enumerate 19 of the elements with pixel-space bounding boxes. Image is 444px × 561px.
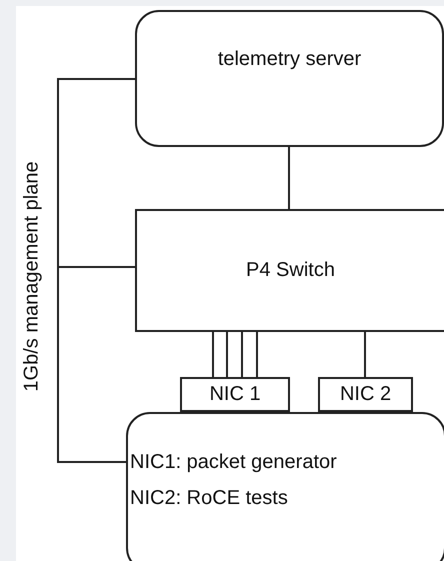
node-label: P4 Switch — [246, 259, 335, 282]
connector-line — [288, 147, 290, 209]
role-text: NIC1: packet generator — [130, 450, 337, 475]
node-label: NIC 2 — [340, 383, 392, 406]
nic-box — [318, 377, 413, 412]
role-text: NIC2: RoCE tests — [130, 486, 288, 511]
connector-line — [241, 332, 243, 377]
connector-line — [212, 332, 214, 377]
bus-line — [57, 266, 135, 463]
connector-line — [364, 332, 366, 377]
server-box — [135, 10, 444, 147]
switch-box — [135, 209, 444, 332]
node-label: NIC 1 — [209, 383, 261, 406]
connector-line — [226, 332, 228, 377]
node-label: telemetry server — [218, 48, 362, 71]
connector-line — [256, 332, 258, 377]
bus-label: 1Gb/s management plane — [20, 160, 44, 392]
nic-box — [180, 377, 290, 412]
host-box — [126, 412, 444, 561]
